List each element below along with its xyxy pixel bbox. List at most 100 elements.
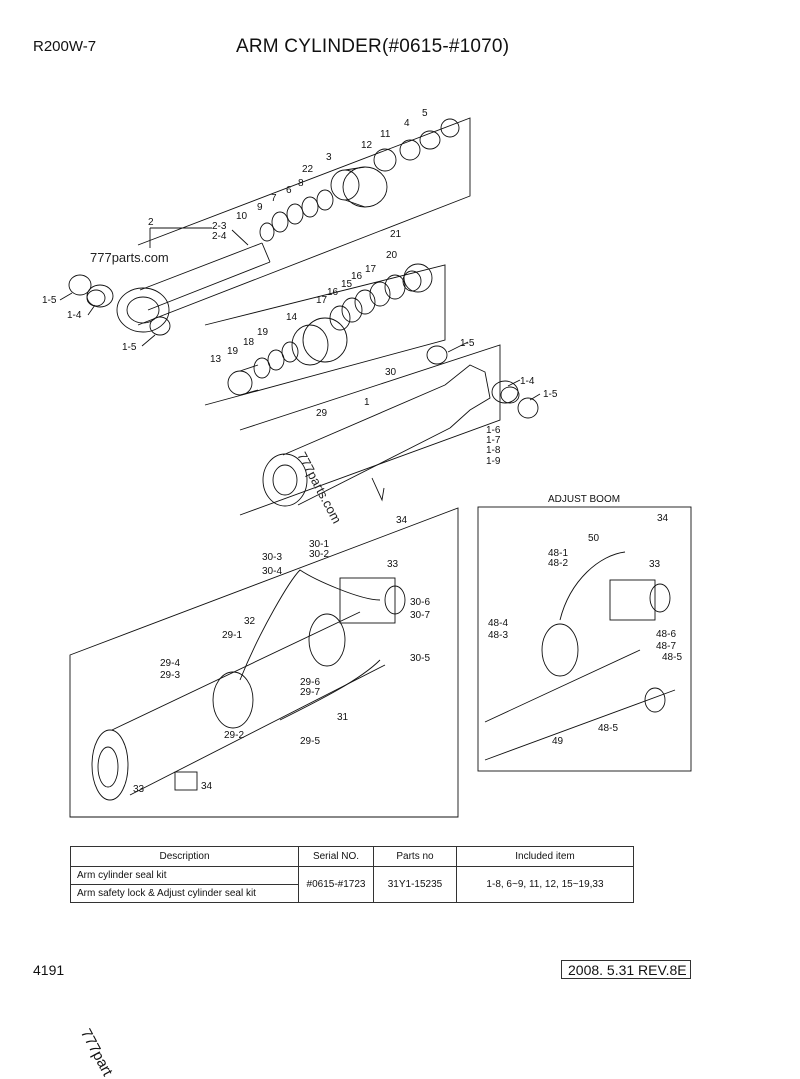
callout: 18 [243, 337, 255, 348]
bushing-1-4b [491, 380, 520, 404]
block-34b [174, 771, 198, 791]
callout: 20 [386, 250, 398, 261]
callout: 49 [552, 736, 564, 747]
piston-14 [291, 317, 348, 366]
seal-9 [271, 211, 289, 233]
callout: 34 [396, 515, 408, 526]
safety-lock-panel [69, 507, 459, 818]
callout: 6 [286, 185, 292, 196]
gland-3 [330, 166, 388, 208]
callout: 12 [361, 140, 373, 151]
callout: 48-5 [662, 652, 682, 663]
callout: 16 [351, 271, 363, 282]
callout: 48-3 [488, 630, 508, 641]
callout: 31 [337, 712, 349, 723]
callout: 1-7 [486, 435, 501, 446]
elbow-fitting [644, 687, 666, 713]
callout: 3 [326, 152, 332, 163]
serial-cell: #0615-#1723 [298, 866, 374, 903]
callout: 14 [286, 312, 298, 323]
callout: 29-7 [300, 687, 320, 698]
table-header-row: Description Serial NO. Parts no Included… [70, 846, 634, 867]
bushing-4 [419, 130, 441, 150]
ring-17b [329, 305, 351, 331]
callout: 48-2 [548, 558, 568, 569]
callout: 48-6 [656, 629, 676, 640]
callout: 1-5 [460, 338, 475, 349]
callout: 9 [257, 202, 263, 213]
callout: 34 [201, 781, 213, 792]
callout: 30-4 [262, 566, 282, 577]
callout: 1-5 [42, 295, 57, 306]
seal-6 [301, 196, 319, 218]
callout: 29-3 [160, 670, 180, 681]
seal-kit-table: Description Serial NO. Parts no Included… [70, 846, 634, 903]
callout: 10 [236, 211, 248, 222]
seal-1-5d [517, 397, 539, 419]
callout: 1-8 [486, 445, 501, 456]
adjust-boom-tube [484, 649, 676, 761]
callout: 50 [588, 533, 600, 544]
seal-8 [316, 189, 334, 211]
adjust-boom-panel [477, 506, 692, 772]
callout: 29-2 [224, 730, 244, 741]
callout: 29-4 [160, 658, 180, 669]
callout: 34 [657, 513, 669, 524]
piston-group-outline [204, 264, 446, 406]
ring-16b [341, 297, 363, 323]
callout: 1-5 [122, 342, 137, 353]
nut-20 [402, 263, 433, 293]
adjust-valve-block [609, 579, 671, 621]
pipe-50 [559, 551, 626, 621]
cylinder-tube [262, 364, 491, 507]
table-row: Arm safety lock & Adjust cylinder seal k… [70, 884, 634, 903]
tube-group-outline [239, 344, 501, 516]
callout: 48-7 [656, 641, 676, 652]
row-description: Arm cylinder seal kit [70, 866, 299, 885]
ring-19b [253, 357, 271, 379]
ring-10 [259, 222, 275, 242]
callout: 16 [327, 287, 339, 298]
seal-1-5c [426, 345, 448, 365]
callout: 7 [271, 193, 277, 204]
callout: 29-1 [222, 630, 242, 641]
callout: 29 [316, 408, 328, 419]
callout: 22 [302, 164, 314, 175]
callout: 33 [649, 559, 661, 570]
callout: 29-5 [300, 736, 320, 747]
callout: 30-2 [309, 549, 329, 560]
callout: 48-4 [488, 618, 508, 629]
col-included: Included item [456, 846, 634, 867]
callout: 19 [257, 327, 269, 338]
band-48-2 [541, 623, 579, 677]
revision-box: 2008. 5.31 REV.8E [561, 960, 691, 979]
callout: 30-7 [410, 610, 430, 621]
col-serial: Serial NO. [298, 846, 374, 867]
callout: 2 [148, 217, 154, 228]
callout: 1-5 [543, 389, 558, 400]
row-description: Arm safety lock & Adjust cylinder seal k… [70, 884, 299, 903]
callout: 32 [244, 616, 256, 627]
callout: 33 [133, 784, 145, 795]
callout: 4 [404, 118, 410, 129]
callout: 13 [210, 354, 222, 365]
watermark: 777parts.com [294, 449, 344, 526]
col-description: Description [70, 846, 299, 867]
callout: 5 [422, 108, 428, 119]
callout: 1-4 [67, 310, 82, 321]
callout: 48-1 [548, 548, 568, 559]
pipe-32 [239, 569, 381, 681]
piston-rod [116, 242, 271, 333]
safety-valve-block [339, 577, 406, 624]
callout: 30-5 [410, 653, 430, 664]
band-29-1 [212, 671, 254, 729]
leader-arrow [371, 477, 385, 502]
seal-5 [440, 118, 460, 138]
callout: 30 [385, 367, 397, 378]
callout: 2-3 [212, 221, 227, 232]
callout: 33 [387, 559, 399, 570]
callout-labels: 5 4 11 12 3 22 8 6 7 9 10 2 2-3 2-4 1-5 … [42, 108, 682, 795]
callout: 1-4 [520, 376, 535, 387]
parts-no-cell: 31Y1-15235 [373, 866, 457, 903]
